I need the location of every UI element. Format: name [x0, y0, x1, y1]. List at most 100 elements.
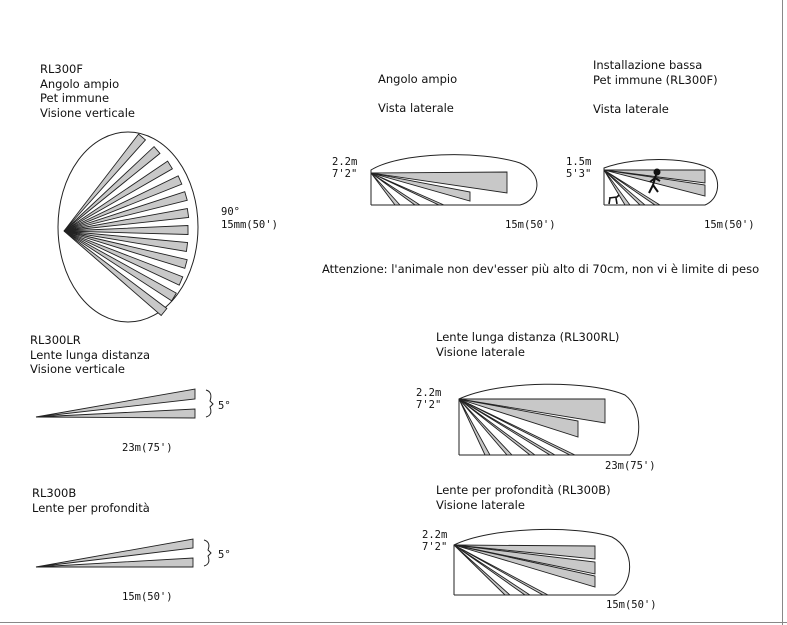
- detection-beam: [63, 230, 184, 286]
- detection-beam: [35, 538, 194, 568]
- caption-line: RL300B: [32, 486, 77, 500]
- caption-line: RL300F: [40, 62, 83, 76]
- caption-line: Visione verticale: [40, 105, 136, 120]
- detection-beam: [63, 175, 183, 232]
- low-install-caption: Installazione bassa Pet immune (RL300F) …: [593, 58, 718, 116]
- detection-beam: [63, 145, 161, 232]
- wide-side-caption: Angolo ampio Vista laterale: [378, 72, 457, 116]
- caption-line: Vista laterale: [593, 101, 669, 116]
- detection-beam: [603, 169, 662, 206]
- depth-side-height-ft: 7'2": [422, 541, 448, 553]
- long-side-height-ft: 7'2": [416, 399, 442, 411]
- caption-line: Lente per profondità: [32, 500, 150, 515]
- detection-beam: [370, 172, 445, 206]
- rl300lr-caption: RL300LR Lente lunga distanza Visione ver…: [30, 333, 150, 377]
- detection-beam: [453, 544, 532, 596]
- detection-beam: [603, 169, 631, 206]
- coverage-ellipse: [57, 131, 199, 323]
- wide-side-height-ft: 7'2": [332, 168, 358, 180]
- detection-beam: [370, 171, 508, 194]
- frame-border-right: [782, 0, 783, 625]
- rl300lr-angle-label: 5°: [218, 400, 231, 412]
- rl300f-range-label: 15mm(50'): [221, 219, 278, 231]
- detection-beam: [458, 398, 606, 424]
- detection-beam: [63, 133, 147, 232]
- detection-beam: [63, 230, 177, 302]
- detection-beam: [453, 544, 512, 596]
- detection-beam: [458, 398, 537, 456]
- caption-line: Visione laterale: [436, 344, 525, 359]
- caption-line: Lente per profondità (RL300B): [436, 483, 611, 497]
- detection-beam: [63, 230, 189, 252]
- long-side-caption: Lente lunga distanza (RL300RL) Visione l…: [436, 330, 619, 359]
- detection-fan: [63, 133, 190, 317]
- depth-side-height-m: 2.2m: [422, 529, 448, 541]
- low-install-height-ft: 5'3": [566, 168, 592, 180]
- caption-line: RL300LR: [30, 333, 81, 347]
- rl300b-caption: RL300B Lente per profondità: [32, 486, 150, 515]
- rl300b-range-label: 15m(50'): [122, 591, 173, 603]
- rl300f-caption: RL300F Angolo ampio Pet immune Visione v…: [40, 62, 135, 120]
- low-install-range-label: 15m(50'): [704, 219, 755, 231]
- detection-fan: [370, 171, 508, 206]
- detection-beam: [370, 172, 402, 206]
- detection-beam: [63, 191, 188, 232]
- detection-beam: [35, 557, 194, 568]
- detection-beam: [63, 225, 189, 235]
- caption-line: Installazione bassa: [593, 58, 703, 72]
- detection-beam: [370, 172, 471, 202]
- rl300b-angle-label: 5°: [218, 549, 231, 561]
- caption-line: Lente lunga distanza (RL300RL): [436, 330, 620, 344]
- detection-beam: [453, 544, 549, 596]
- detection-beam: [458, 398, 514, 456]
- caption-line: Visione verticale: [30, 362, 126, 376]
- rl300lr-range-label: 23m(75'): [122, 442, 173, 454]
- detection-beam: [63, 230, 168, 317]
- coverage-outline: [458, 383, 640, 456]
- detection-beam: [35, 388, 196, 418]
- detection-beam: [458, 398, 491, 456]
- long-side-range-label: 23m(75'): [605, 460, 656, 472]
- frame-border-bottom: [0, 622, 787, 623]
- wide-side-range-label: 15m(50'): [505, 219, 556, 231]
- long-side-height-m: 2.2m: [416, 387, 442, 399]
- detection-beam: [63, 230, 188, 269]
- detection-beam: [63, 160, 174, 232]
- wide-side-height-m: 2.2m: [332, 156, 358, 168]
- coverage-outline: [370, 154, 538, 206]
- depth-side-caption: Lente per profondità (RL300B) Visione la…: [436, 483, 611, 512]
- dog-icon: [608, 194, 620, 205]
- low-install-height-m: 1.5m: [566, 156, 592, 168]
- detection-fan: [453, 544, 596, 596]
- caption-line: Pet immune (RL300F): [593, 72, 718, 87]
- walking-person-icon: [648, 168, 661, 194]
- coverage-outline: [603, 159, 719, 206]
- detection-beam: [370, 172, 422, 206]
- caption-line: Angolo ampio: [40, 76, 120, 91]
- detection-beam: [453, 544, 596, 575]
- pet-height-note: Attenzione: l'animale non dev'esser più …: [322, 262, 760, 276]
- caption-line: Vista laterale: [378, 101, 454, 115]
- detection-beam: [35, 408, 196, 419]
- detection-beam: [458, 398, 557, 456]
- detection-beam: [453, 544, 596, 588]
- coverage-outline: [453, 528, 631, 596]
- angle-bracket: [203, 539, 212, 567]
- detection-beam: [603, 169, 647, 206]
- detection-fan: [458, 398, 606, 456]
- caption-line: Lente lunga distanza: [30, 347, 150, 362]
- caption-line: Angolo ampio: [378, 72, 458, 86]
- angle-bracket: [205, 389, 214, 418]
- detection-beam: [458, 398, 576, 456]
- detection-beam: [453, 544, 596, 560]
- rl300f-angle-label: 90°: [221, 206, 240, 218]
- caption-line: Visione laterale: [436, 497, 525, 512]
